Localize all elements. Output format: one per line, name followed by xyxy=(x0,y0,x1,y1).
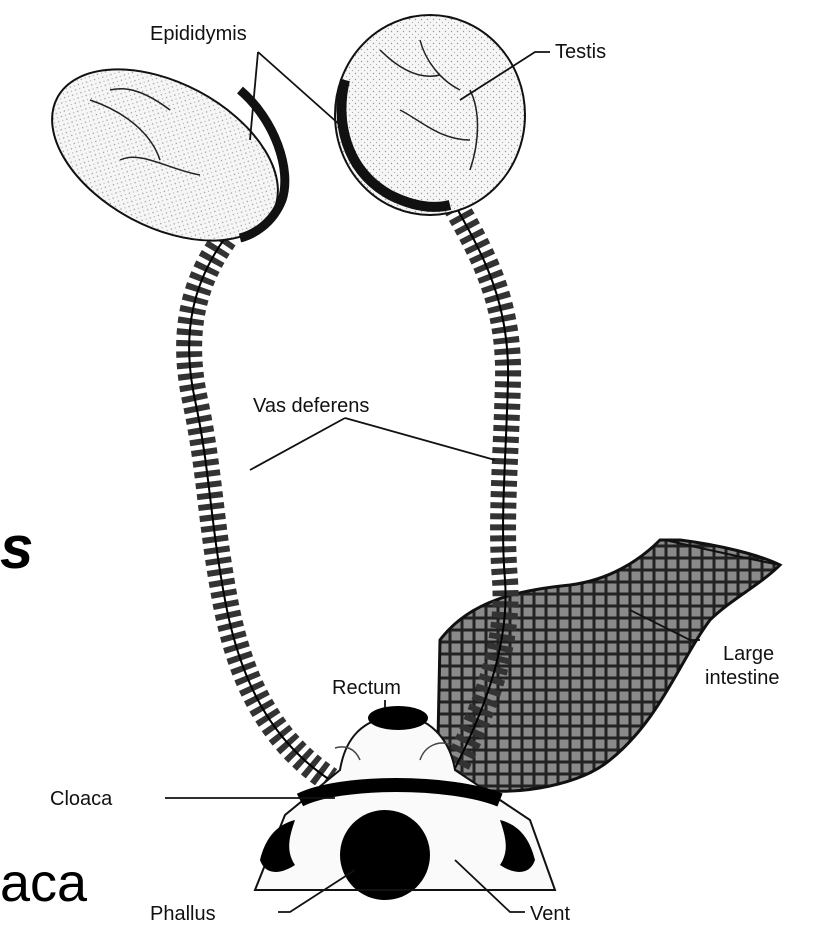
label-testis: Testis xyxy=(555,41,606,63)
rectum-opening xyxy=(368,706,428,730)
label-large-intestine-line2: intestine xyxy=(705,667,780,689)
vas-deferens-left-tube xyxy=(189,238,330,780)
label-phallus: Phallus xyxy=(150,903,216,925)
label-vent: Vent xyxy=(530,903,570,925)
left-testis xyxy=(23,34,306,276)
phallus-shape xyxy=(340,810,430,900)
label-cloaca: Cloaca xyxy=(50,788,113,810)
label-vas-deferens: Vas deferens xyxy=(253,395,369,417)
label-large-intestine-line1: Large xyxy=(723,643,774,665)
label-rectum: Rectum xyxy=(332,677,401,699)
label-epididymis: Epididymis xyxy=(150,23,247,45)
right-testis xyxy=(335,15,525,215)
